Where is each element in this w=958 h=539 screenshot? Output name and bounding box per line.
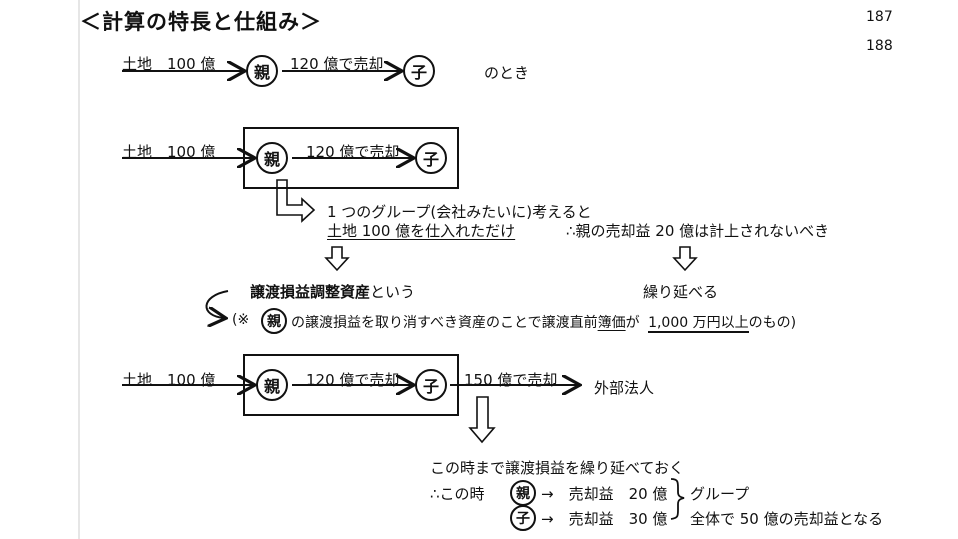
note-line: の譲渡損益を取り消すべき資産のことで譲渡直前簿価が 1,000 万円以上のもの) <box>291 312 797 333</box>
row1-sale: 120 億で売却 <box>290 55 384 73</box>
note-prefix: (※ <box>232 312 250 328</box>
concept-defer: 繰り延べる <box>643 283 719 301</box>
page-number-top: 187 <box>866 9 893 25</box>
group-line2: 土地 100 億を仕入れただけ <box>327 222 516 240</box>
note-ga: が <box>625 315 640 331</box>
note-threshold: 1,000 万円以上 <box>648 315 749 333</box>
row3-land: 土地 100 億 <box>122 371 216 389</box>
row3-sale2: 150 億で売却 <box>464 371 558 389</box>
summary-total: 全体で 50 億の売却益となる <box>690 510 884 528</box>
concept-asset-row: 譲渡損益調整資産という <box>250 281 415 302</box>
page-number-bottom: 188 <box>866 38 893 54</box>
row2-group-box <box>243 127 459 189</box>
row3-oya-circle: 親 <box>256 369 288 401</box>
row1-ko-circle: 子 <box>403 55 435 87</box>
row3-outside: 外部法人 <box>594 379 655 397</box>
row2-oya-circle: 親 <box>256 142 288 174</box>
row1-land: 土地 100 億 <box>122 55 216 73</box>
summary-ko-circle: 子 <box>510 505 536 531</box>
note-body: の譲渡損益を取り消すべき資産のことで譲渡直前 <box>291 315 598 331</box>
note-suffix: のもの) <box>748 315 797 331</box>
group-line3: ∴親の売却益 20 億は計上されないべき <box>566 222 830 240</box>
summary-oya-gain: → 売却益 20 億 <box>541 485 668 503</box>
row1-oya-circle: 親 <box>246 55 278 87</box>
note-oya-circle: 親 <box>261 308 287 334</box>
summary-line2: ∴この時 <box>430 485 485 503</box>
note-book-value: 簿価 <box>597 315 626 331</box>
row3-ko-circle: 子 <box>415 369 447 401</box>
summary-line1: この時まで譲渡損益を繰り延べておく <box>430 459 684 477</box>
slide-left-edge <box>78 0 80 539</box>
row3-sale: 120 億で売却 <box>306 371 400 389</box>
concept-asset-suffix: という <box>370 283 416 301</box>
row2-land: 土地 100 億 <box>122 143 216 161</box>
summary-group-label: グループ <box>690 485 750 503</box>
row3-group-box <box>243 354 459 416</box>
row2-sale: 120 億で売却 <box>306 143 400 161</box>
summary-oya-circle: 親 <box>510 480 536 506</box>
summary-ko-gain: → 売却益 30 億 <box>541 510 668 528</box>
page-title: ＜計算の特長と仕組み＞ <box>80 10 322 34</box>
row2-ko-circle: 子 <box>415 142 447 174</box>
concept-asset: 譲渡損益調整資産 <box>250 283 371 301</box>
row1-suffix: のとき <box>484 64 530 82</box>
group-line1: 1 つのグループ(会社みたいに)考えると <box>327 203 592 221</box>
